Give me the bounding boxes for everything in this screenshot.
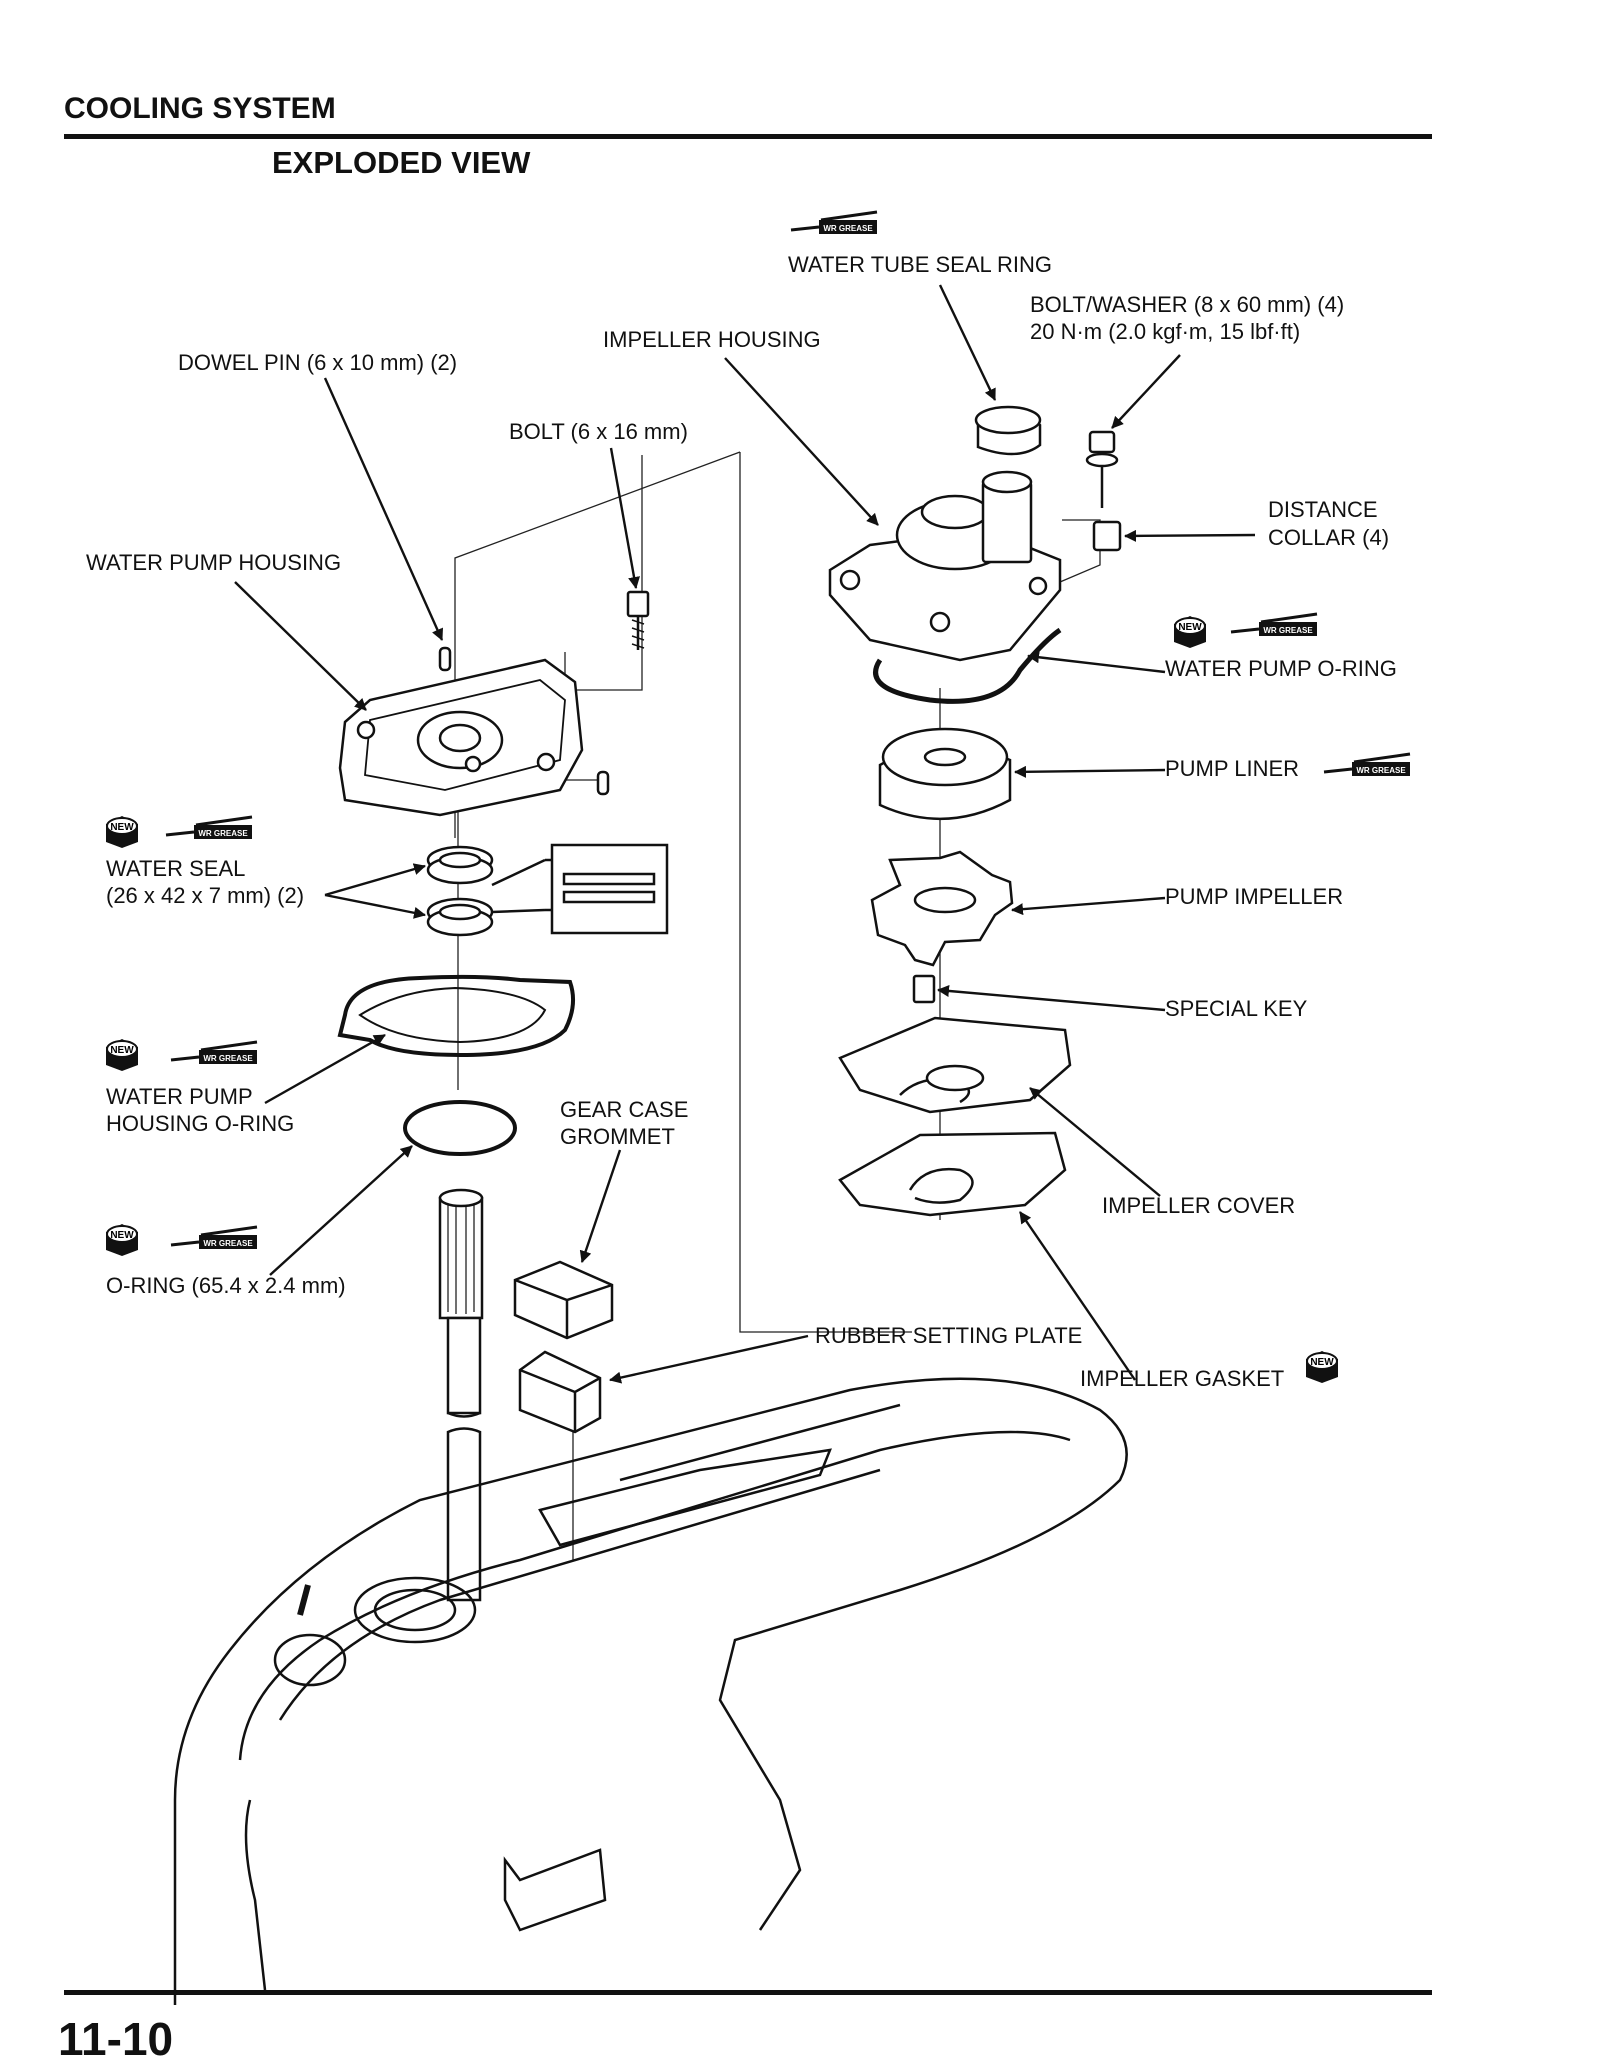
water-pump-o-ring	[873, 627, 1062, 704]
footer-rule	[64, 1990, 1432, 1995]
new-badge-text: NEW	[1178, 622, 1202, 633]
label-impeller-gasket: IMPELLER GASKET	[1080, 1366, 1285, 1391]
bolt-6x16	[626, 590, 650, 650]
label-wp-housing-o-ring-2: HOUSING O-RING	[106, 1111, 295, 1136]
new-badge-text: NEW	[110, 822, 134, 833]
new-badge-text: NEW	[110, 1045, 134, 1056]
label-water-seal-2: (26 x 42 x 7 mm) (2)	[106, 883, 305, 908]
new-badge-text: NEW	[1310, 1357, 1334, 1368]
gear-case	[173, 1377, 1128, 2005]
new-badge-text: NEW	[110, 1230, 134, 1241]
leader-arrows	[234, 284, 1256, 1384]
pump-liner	[878, 727, 1012, 820]
impeller-gasket	[838, 1131, 1067, 1217]
label-bolt: BOLT (6 x 16 mm)	[509, 419, 688, 444]
grease-icon: WR GREASE	[170, 1225, 258, 1249]
water-seals	[426, 843, 669, 937]
page-number: 11-10	[58, 2013, 174, 2065]
label-water-pump-housing: WATER PUMP HOUSING	[86, 550, 342, 575]
label-impeller-cover: IMPELLER COVER	[1102, 1193, 1296, 1218]
label-distance-collar-1: DISTANCE	[1268, 497, 1378, 522]
gear-case-grommet	[513, 1260, 614, 1340]
section-title: COOLING SYSTEM	[64, 92, 336, 125]
label-bolt-washer-torque: 20 N·m (2.0 kgf·m, 15 lbf·ft)	[1030, 319, 1301, 344]
label-water-seal-1: WATER SEAL	[106, 856, 246, 881]
label-gear-case-grommet-2: GROMMET	[560, 1124, 675, 1149]
pump-impeller	[870, 850, 1014, 1004]
rubber-setting-plate	[518, 1350, 602, 1434]
label-impeller-housing: IMPELLER HOUSING	[603, 327, 821, 352]
subsection-title: EXPLODED VIEW	[272, 145, 531, 180]
grease-badge-text: WR GREASE	[1356, 766, 1406, 775]
label-o-ring: O-RING (65.4 x 2.4 mm)	[106, 1273, 346, 1298]
grease-icon: WR GREASE	[1230, 612, 1318, 636]
grease-icon: WR GREASE	[165, 815, 253, 839]
label-distance-collar-2: COLLAR (4)	[1268, 525, 1390, 550]
water-tube-seal-ring	[974, 405, 1042, 456]
new-part-icon: NEW	[106, 1039, 138, 1071]
label-bolt-washer: BOLT/WASHER (8 x 60 mm) (4)	[1030, 292, 1345, 317]
grease-icon: WR GREASE	[1323, 752, 1411, 776]
grease-badge-text: WR GREASE	[198, 829, 248, 838]
label-rubber-setting-plate: RUBBER SETTING PLATE	[815, 1323, 1083, 1348]
label-water-pump-o-ring: WATER PUMP O-RING	[1165, 656, 1397, 681]
label-dowel-pin: DOWEL PIN (6 x 10 mm) (2)	[178, 350, 458, 375]
drive-shaft	[438, 1188, 484, 1602]
label-wp-housing-o-ring-1: WATER PUMP	[106, 1084, 253, 1109]
grease-icon: WR GREASE	[790, 210, 878, 234]
label-gear-case-grommet-1: GEAR CASE	[560, 1097, 689, 1122]
grease-badge-text: WR GREASE	[1263, 626, 1313, 635]
header-rule	[64, 134, 1432, 139]
new-part-icon: NEW	[106, 816, 138, 848]
grease-badge-text: WR GREASE	[203, 1239, 253, 1248]
water-pump-housing-o-ring	[337, 974, 576, 1058]
new-part-icon: NEW	[1306, 1351, 1338, 1383]
new-part-icon: NEW	[1174, 616, 1206, 648]
new-part-icon: NEW	[106, 1224, 138, 1256]
grease-badge-text: WR GREASE	[203, 1054, 253, 1063]
label-pump-liner: PUMP LINER	[1165, 756, 1300, 781]
label-special-key: SPECIAL KEY	[1165, 996, 1308, 1021]
grease-icon: WR GREASE	[170, 1040, 258, 1064]
label-water-tube-seal-ring: WATER TUBE SEAL RING	[788, 252, 1053, 277]
water-pump-housing	[338, 646, 610, 817]
impeller-cover	[838, 1016, 1072, 1114]
o-ring-65	[403, 1100, 517, 1156]
bolt-washer	[1085, 430, 1122, 552]
label-pump-impeller: PUMP IMPELLER	[1165, 884, 1344, 909]
impeller-housing	[828, 470, 1062, 662]
grease-badge-text: WR GREASE	[823, 224, 873, 233]
